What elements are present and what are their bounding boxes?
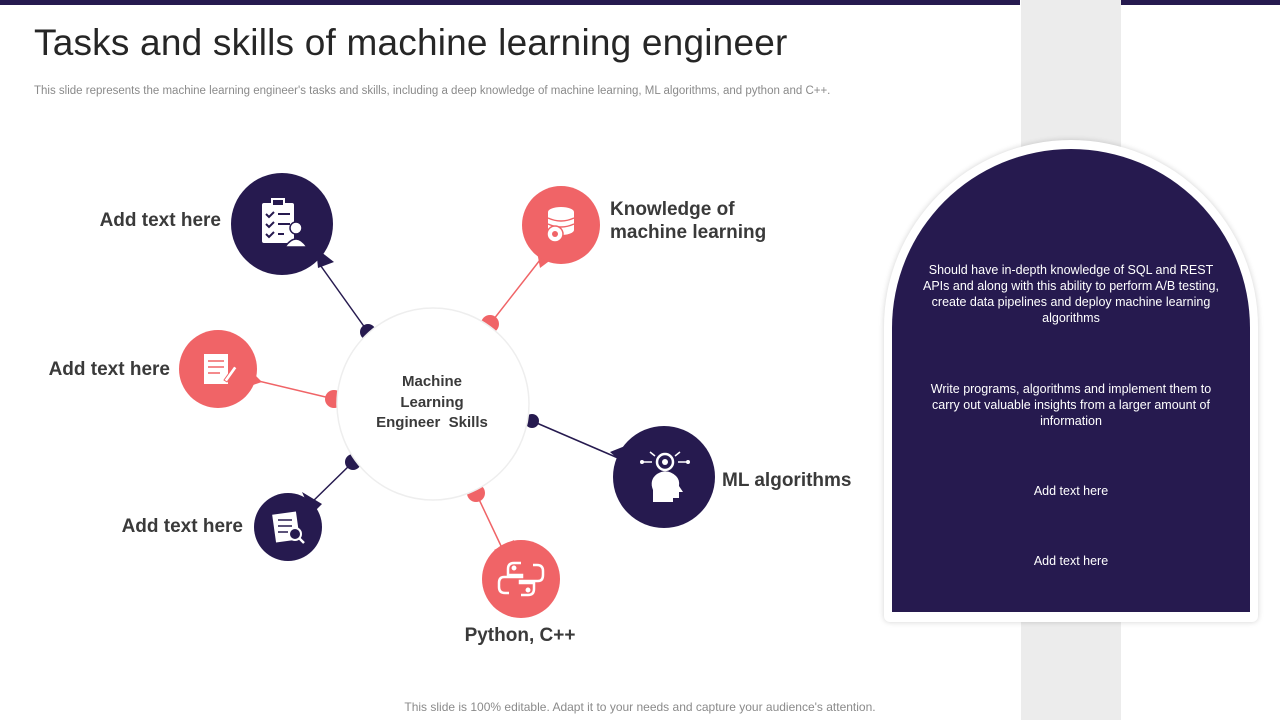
node-label-bottom: Python, C++ (464, 625, 576, 646)
connector-mid-right (531, 420, 626, 462)
footer-note: This slide is 100% editable. Adapt it to… (404, 700, 876, 714)
connector-bottom (475, 492, 503, 549)
info-card-paragraph-3: Add text here (1033, 484, 1109, 498)
node-label-top-right: Knowledge of machine learning (610, 198, 830, 244)
node-bottom-left (254, 492, 322, 561)
info-card-paragraph-1: Should have in-depth knowledge of SQL an… (923, 263, 1219, 325)
info-card-paragraph-4: Add text here (1033, 554, 1109, 568)
center-label-line-3: Engineer Skills (376, 414, 488, 431)
center-label-line-2: Learning (400, 393, 464, 411)
node-bottom (482, 540, 560, 618)
connector-bottom-left (307, 461, 354, 507)
node-top-left (231, 173, 334, 275)
info-card (892, 149, 1250, 612)
node-label-top-right-line-2: machine learning (610, 222, 767, 243)
node-label-bottom-left: Add text here (121, 516, 243, 537)
center-label: Machine Learning Engineer Skills (346, 372, 518, 434)
center-label-line-1: Machine (401, 373, 462, 390)
node-mid-right (610, 426, 715, 528)
node-label-top-right-line-1: Knowledge of (610, 199, 735, 220)
center-hub (336, 307, 530, 501)
node-label-mid-right: ML algorithms (722, 470, 852, 491)
node-top-right (522, 186, 600, 268)
head-gear-icon (640, 451, 690, 502)
top-accent-bar-right (1121, 0, 1280, 5)
document-pen-icon (204, 354, 238, 384)
document-search-icon (272, 511, 305, 544)
node-label-mid-left: Add text here (48, 359, 170, 380)
clipboard-person-icon (262, 198, 309, 248)
connector-mid-left (249, 378, 335, 400)
database-gear-icon (546, 207, 575, 243)
node-mid-left (179, 330, 262, 408)
connector-top-right (489, 259, 541, 325)
info-card-paragraph-2: Write programs, algorithms and implement… (930, 382, 1212, 428)
page-subtitle: This slide represents the machine learni… (34, 85, 831, 97)
page-title: Tasks and skills of machine learning eng… (34, 22, 788, 63)
node-label-top-left: Add text here (99, 210, 221, 231)
connector-top-left (317, 261, 369, 333)
python-icon (497, 561, 545, 597)
top-accent-bar (0, 0, 1020, 5)
